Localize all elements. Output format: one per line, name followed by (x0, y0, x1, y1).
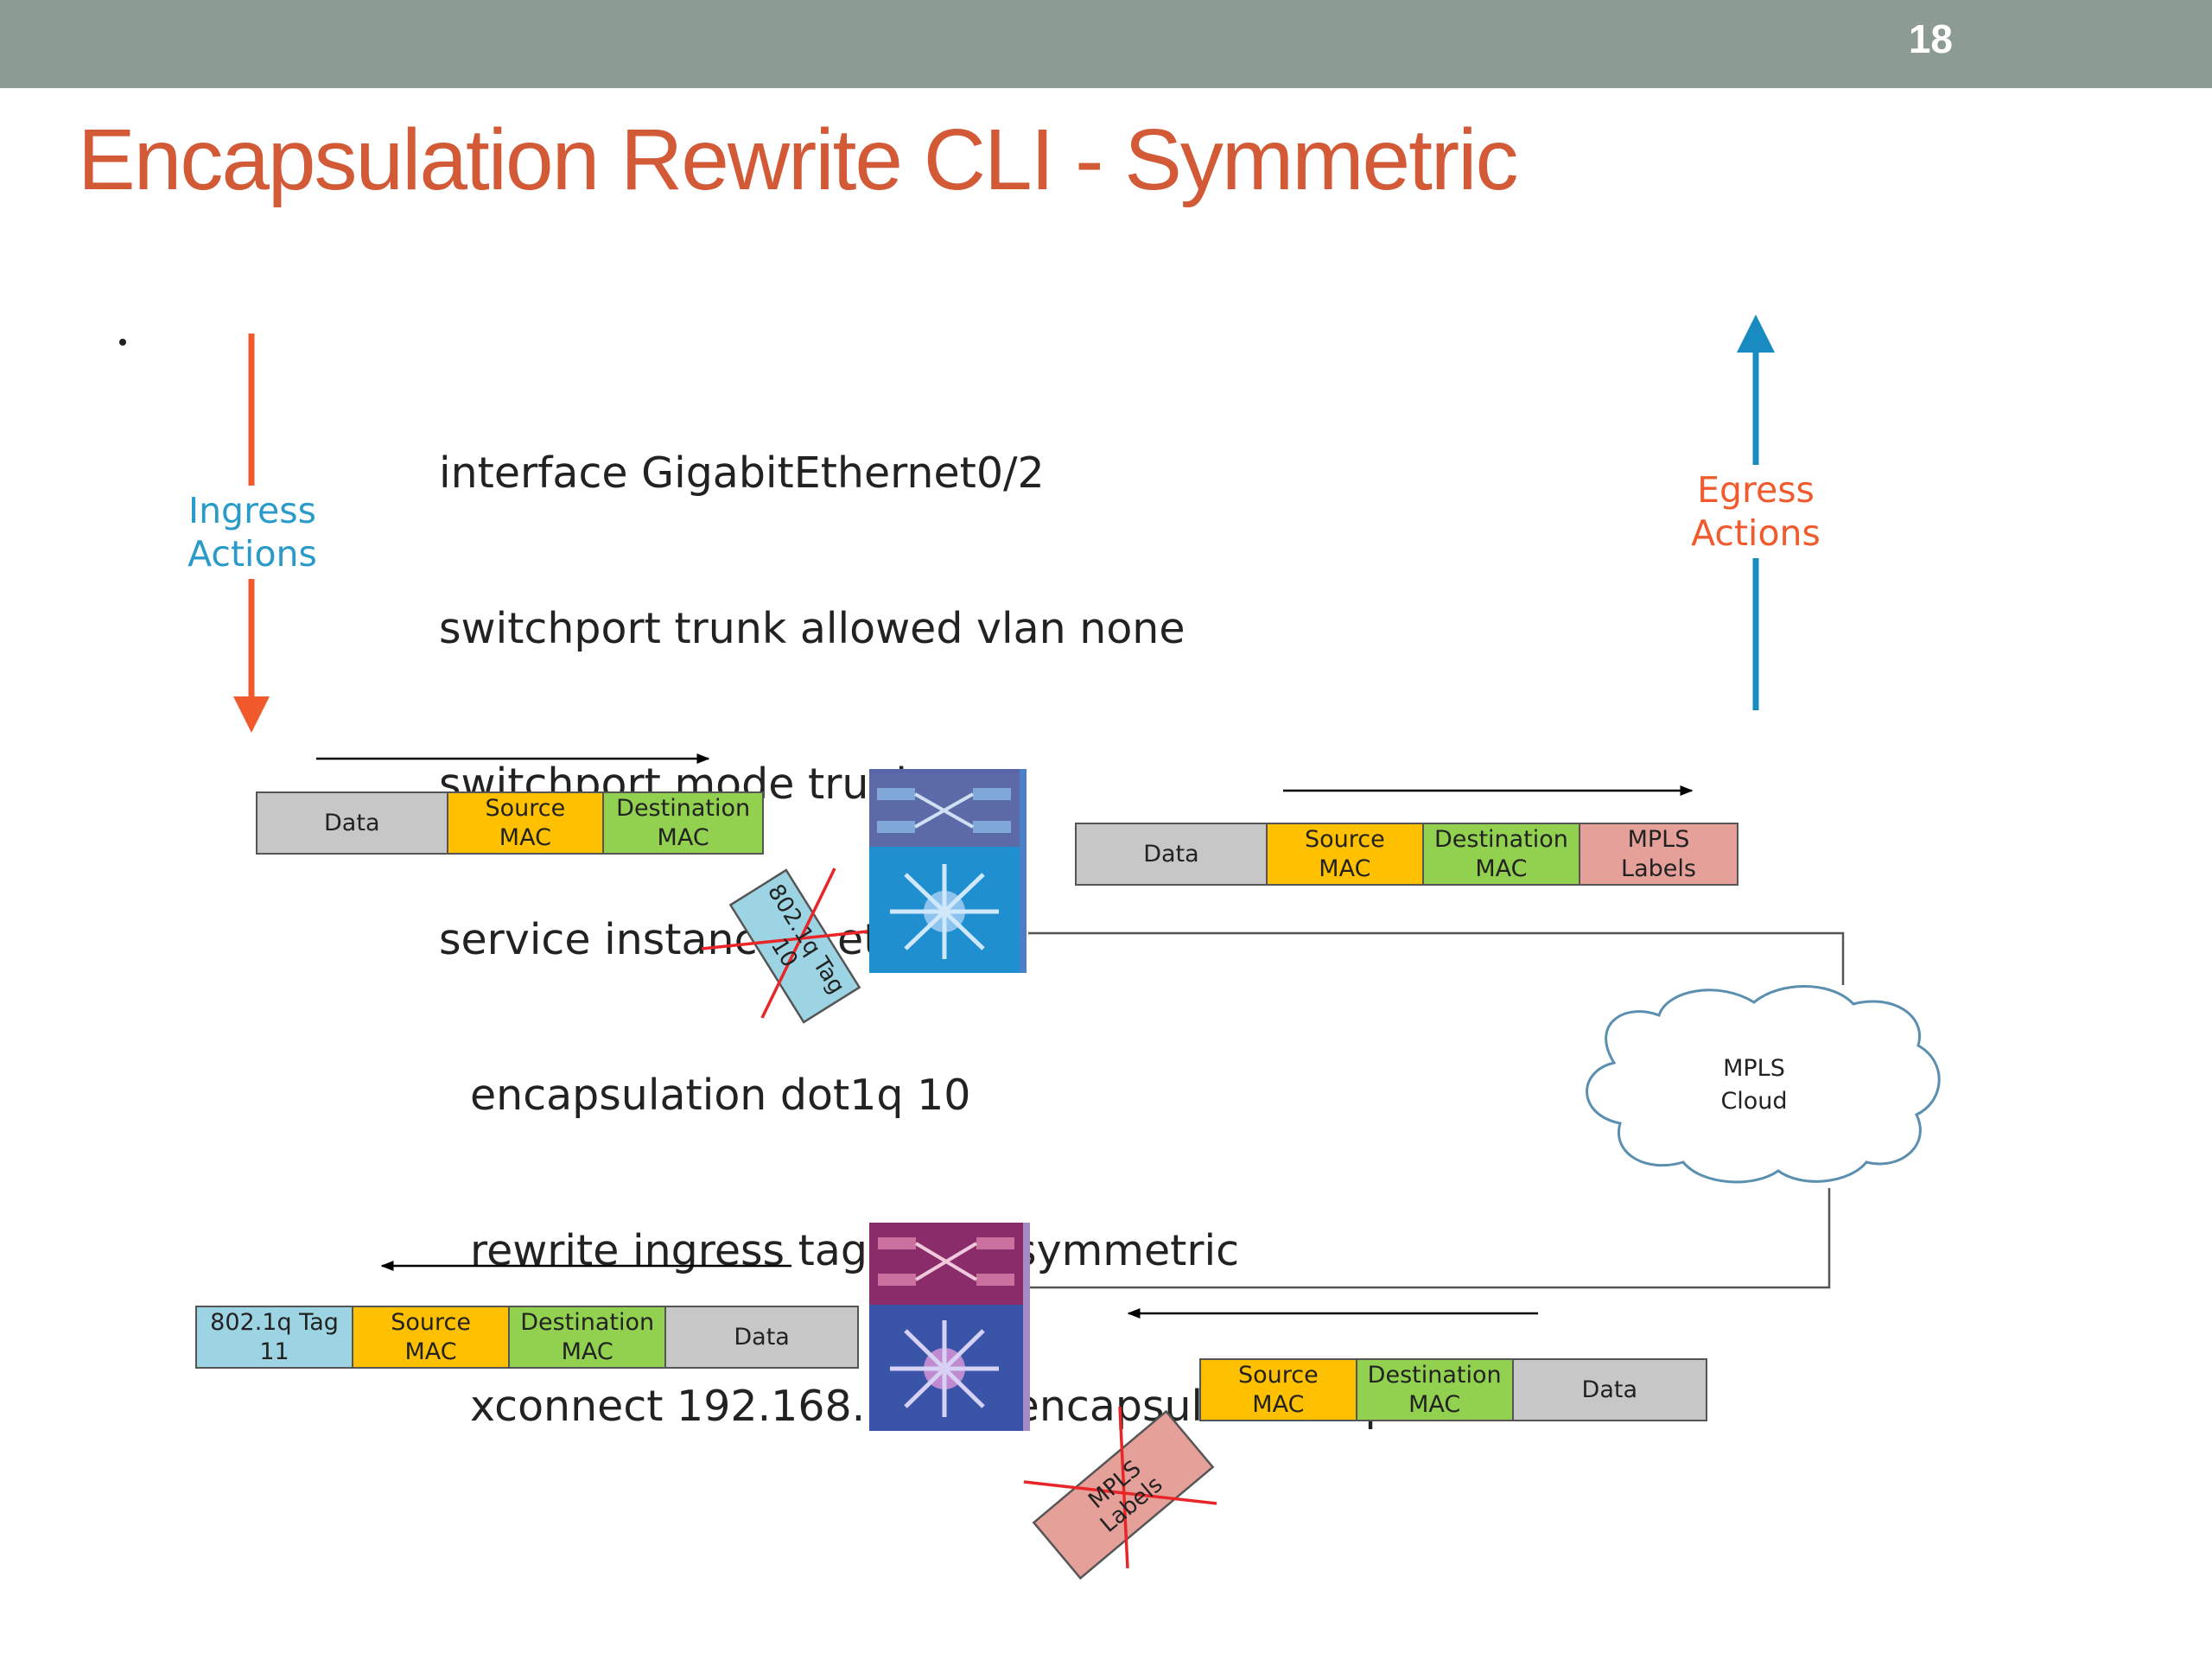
packet-cell-source-mac: Source MAC (1201, 1360, 1357, 1420)
packet-cell-destination-mac: Destination MAC (1357, 1360, 1514, 1420)
packet-cell-mpls-labels: MPLS Labels (1580, 824, 1738, 884)
cli-line: interface GigabitEthernet0/2 (439, 448, 1045, 498)
packet-cell-data: Data (666, 1307, 858, 1367)
packet-ingress-out: Data Source MAC Destination MAC MPLS Lab… (1075, 823, 1738, 886)
packet-cell-source-mac: Source MAC (353, 1307, 511, 1367)
packet-cell-source-mac: Source MAC (448, 793, 605, 853)
link-line-top (1028, 931, 1845, 985)
packet-cell-destination-mac: Destination MAC (1423, 824, 1580, 884)
slide-number: 18 (1908, 16, 1953, 61)
egress-actions-label: Egress Actions (1659, 465, 1853, 558)
ingress-actions-label: Ingress Actions (156, 486, 349, 579)
removed-dot1q-tag (728, 868, 861, 1024)
packet-cell-destination-mac: Destination MAC (604, 793, 762, 853)
packet-cell-data: Data (257, 793, 448, 853)
ingress-switch-icon (869, 769, 1027, 973)
packet-cell-data: Data (1077, 824, 1268, 884)
egress-switch-icon (869, 1223, 1030, 1431)
packet-cell-source-mac: Source MAC (1267, 824, 1424, 884)
packet-cell-data: Data (1513, 1360, 1706, 1420)
strike-x-labels (1023, 1406, 1217, 1569)
cli-line: switchport trunk allowed vlan none (439, 604, 1185, 653)
packet-cell-destination-mac: Destination MAC (510, 1307, 667, 1367)
packet-cell-dot1q-tag: 802.1q Tag 11 (197, 1307, 354, 1367)
link-line-bottom (1030, 1188, 1831, 1289)
mpls-cloud-label: MPLS Cloud (1720, 1055, 1788, 1115)
packet-ingress-in: Data Source MAC Destination MAC (256, 791, 764, 855)
strike-x-tag (701, 868, 868, 1019)
slide-title: Encapsulation Rewrite CLI - Symmetric (78, 111, 1518, 208)
bullet-dot (119, 339, 126, 346)
cli-line: encapsulation dot1q 10 (470, 1071, 971, 1120)
slide-header-bar (0, 0, 2212, 88)
packet-egress-in: Source MAC Destination MAC Data (1199, 1358, 1707, 1421)
packet-egress-out: 802.1q Tag 11 Source MAC Destination MAC… (195, 1306, 859, 1369)
mpls-cloud (1586, 985, 1941, 1184)
